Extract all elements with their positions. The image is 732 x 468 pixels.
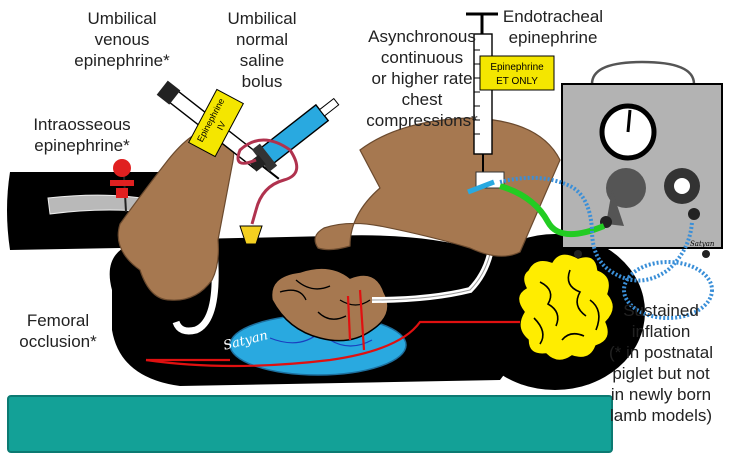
umbilical-catheter: [172, 249, 219, 335]
label-femoral-occlusion: Femoral occlusion*: [6, 310, 110, 352]
label-line: Asynchronous: [368, 27, 476, 46]
label-line: normal: [236, 30, 288, 49]
label-line: Intraosseous: [33, 115, 131, 134]
signature-device: Satyan: [690, 240, 715, 248]
label-line: continuous: [380, 48, 464, 67]
label-line: compressions*: [366, 111, 478, 130]
table-platform: [7, 395, 613, 453]
label-line: inflation: [631, 322, 691, 341]
tag-epinephrine-et: Epinephrine ET ONLY: [479, 55, 555, 91]
tag-et-line2: ET ONLY: [496, 76, 538, 87]
label-line: bolus: [241, 72, 283, 91]
saline-syringe: [249, 97, 340, 172]
heart: [270, 267, 389, 342]
label-umbilical-normal-saline: Umbilical normal saline bolus: [212, 8, 312, 92]
label-line: occlusion*: [19, 332, 97, 351]
label-line: (* in postnatal: [609, 343, 713, 362]
label-line: Endotracheal: [502, 7, 604, 26]
intraosseous-needle: [110, 159, 134, 213]
label-line: epinephrine*: [34, 136, 130, 155]
label-line: Umbilical: [227, 9, 297, 28]
label-endotracheal-epinephrine: Endotracheal epinephrine: [478, 6, 628, 48]
label-umbilical-venous-epinephrine: Umbilical venous epinephrine*: [62, 8, 182, 71]
label-sustained-inflation: Sustained inflation (* in postnatal pigl…: [594, 300, 728, 426]
label-line: lamb models): [609, 406, 713, 425]
tag-iv-line2: IV: [215, 120, 228, 132]
left-hand: [117, 128, 235, 301]
vessels: [145, 289, 520, 368]
tag-et-line1: Epinephrine: [490, 62, 544, 73]
saline-line: [236, 138, 299, 225]
label-line: Femoral: [26, 311, 90, 330]
ventilator-device: [561, 60, 723, 258]
circuit-loop: [622, 260, 714, 320]
label-line: chest: [401, 90, 443, 109]
label-line: epinephrine: [508, 28, 598, 47]
green-tube: [499, 183, 606, 238]
brain-folds: [533, 269, 600, 345]
label-intraosseous-epinephrine: Intraosseous epinephrine*: [8, 114, 156, 156]
label-line: saline: [239, 51, 285, 70]
label-line: Umbilical: [87, 9, 157, 28]
label-line: epinephrine*: [74, 51, 170, 70]
label-chest-compressions: Asynchronous continuous or higher rate c…: [336, 26, 508, 131]
label-line: in newly born: [610, 385, 712, 404]
blue-circuit: [499, 175, 694, 283]
label-line: or higher rate: [371, 69, 473, 88]
label-line: Sustained: [623, 301, 699, 320]
label-line: piglet but not: [612, 364, 710, 383]
label-line: venous: [94, 30, 150, 49]
